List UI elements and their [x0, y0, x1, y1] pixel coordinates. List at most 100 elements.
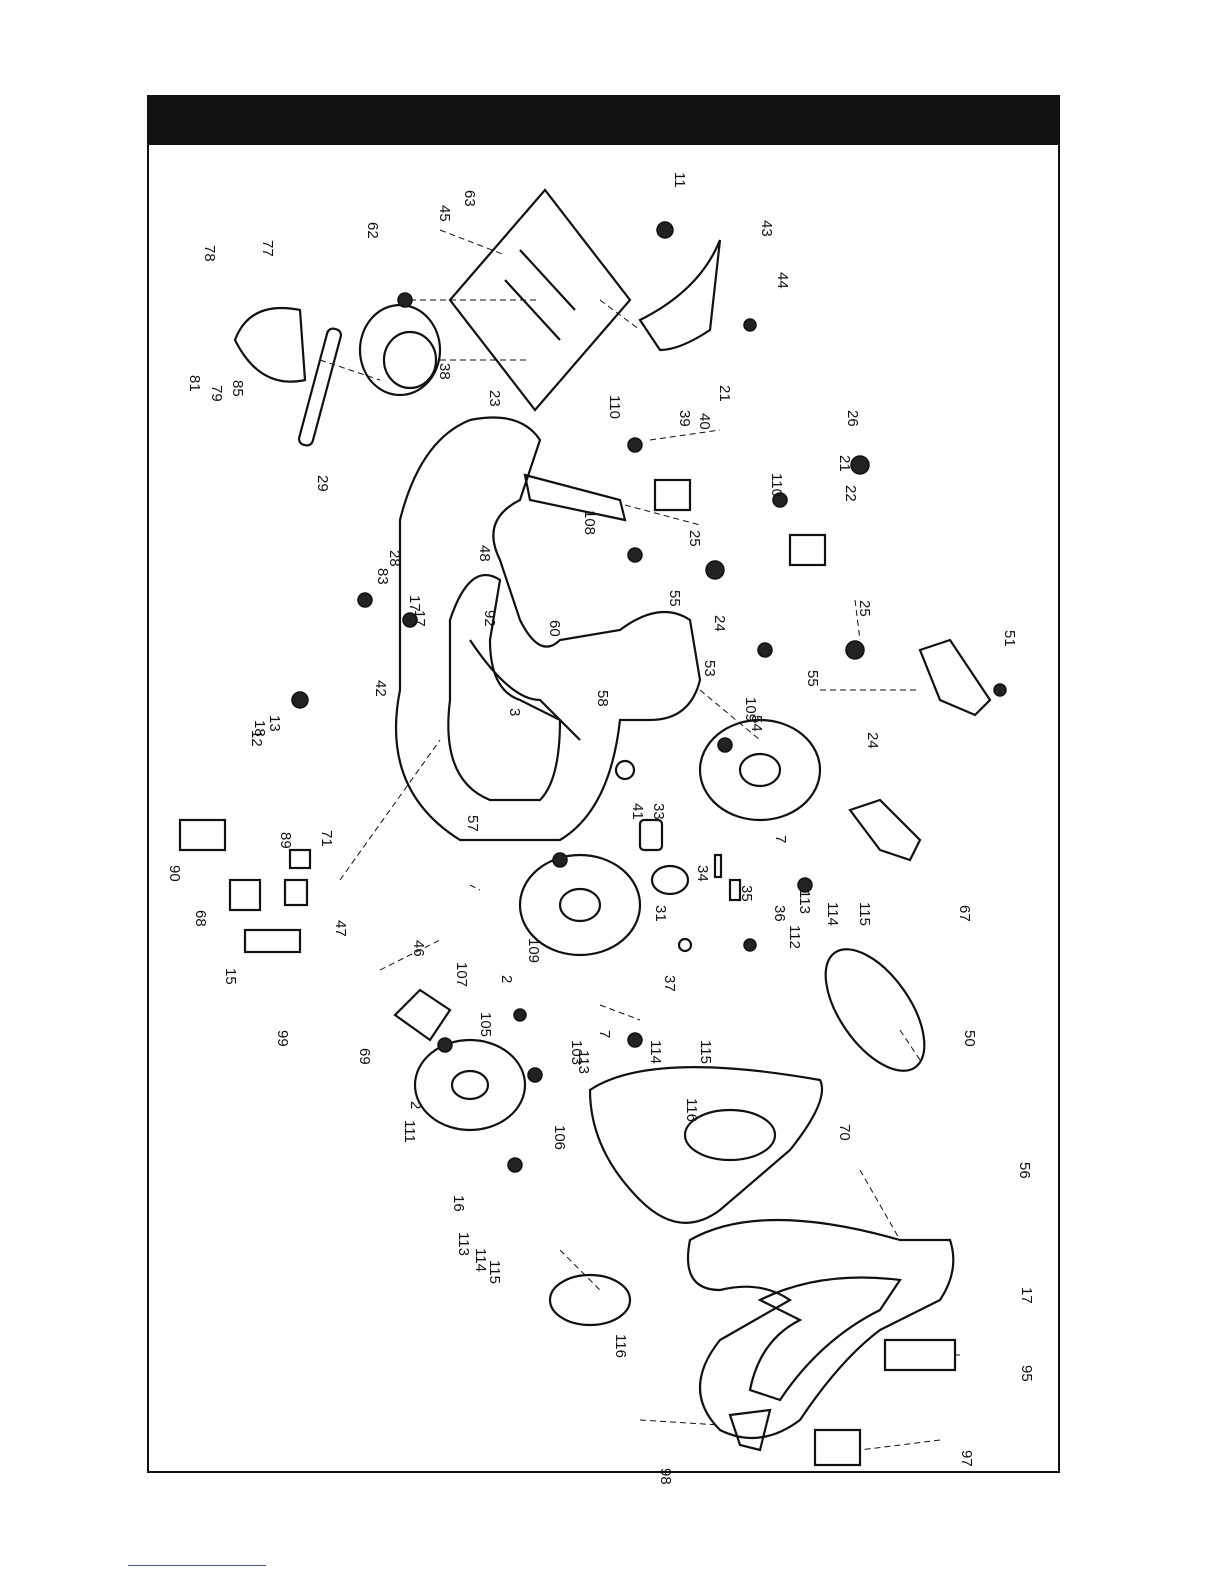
cord-92 — [470, 640, 580, 740]
nut-24-b — [846, 641, 864, 659]
part-label-116: 116 — [683, 1098, 700, 1122]
washer-31 — [652, 866, 688, 894]
part-label-15: 15 — [222, 968, 239, 985]
drive-belt-85 — [298, 327, 343, 447]
part-label-113: 113 — [455, 1232, 472, 1256]
label-97 — [815, 1430, 860, 1465]
part-label-112: 112 — [786, 925, 803, 949]
knob-11 — [657, 222, 673, 238]
part-label-33: 33 — [650, 803, 667, 820]
block-47 — [285, 880, 307, 905]
part-label-111: 111 — [401, 1120, 418, 1143]
part-label-48: 48 — [476, 545, 493, 562]
part-label-35: 35 — [738, 885, 755, 902]
part-label-103: 103 — [568, 1040, 585, 1065]
nut-106 — [528, 1068, 542, 1082]
part-label-63: 63 — [461, 190, 478, 207]
upper-wheel-54 — [700, 720, 820, 820]
part-label-31: 31 — [652, 905, 669, 922]
part-label-90: 90 — [166, 865, 183, 882]
part-label-95: 95 — [1018, 1365, 1035, 1382]
part-label-56: 56 — [1016, 1162, 1033, 1179]
block-67 — [850, 800, 920, 860]
plate-69 — [395, 990, 450, 1040]
part-label-58: 58 — [594, 690, 611, 707]
table-slot — [505, 250, 575, 340]
pin-34 — [715, 855, 721, 877]
part-label-115: 115 — [697, 1040, 714, 1064]
part-label-98: 98 — [657, 1468, 674, 1485]
part-label-45: 45 — [436, 205, 453, 222]
washer-109-b — [553, 853, 567, 867]
part-label-89: 89 — [277, 832, 294, 849]
part-label-44: 44 — [774, 272, 791, 289]
part-label-54: 54 — [748, 715, 765, 732]
part-label-109: 109 — [525, 938, 542, 963]
part-label-11: 11 — [671, 172, 688, 188]
part-label-51: 51 — [1001, 630, 1018, 647]
nut-44 — [744, 319, 756, 331]
part-label-115: 115 — [856, 902, 873, 926]
part-label-46: 46 — [410, 940, 427, 957]
label-95 — [885, 1340, 955, 1370]
part-label-21: 21 — [716, 385, 733, 402]
part-label-12: 12 — [248, 730, 265, 747]
part-label-40: 40 — [696, 413, 713, 430]
part-label-26: 26 — [844, 410, 861, 427]
part-label-71: 71 — [318, 830, 335, 847]
pulley-cover — [235, 308, 305, 382]
part-label-50: 50 — [961, 1030, 978, 1047]
part-label-69: 69 — [356, 1048, 373, 1065]
washer-109-a — [718, 738, 732, 752]
part-label-38: 38 — [436, 363, 453, 380]
nut-111 — [438, 1038, 452, 1052]
motor-face — [384, 332, 436, 388]
part-label-28: 28 — [386, 550, 403, 567]
upper-wheel-hub — [740, 754, 780, 786]
sleeve-33 — [640, 820, 662, 850]
wheel-2-left — [415, 1040, 525, 1130]
part-label-25: 25 — [686, 530, 703, 547]
guide-23 — [525, 475, 625, 520]
nut-51 — [994, 684, 1006, 696]
bracket-39 — [655, 480, 690, 510]
part-label-55: 55 — [666, 590, 683, 607]
block-15 — [245, 930, 300, 952]
part-label-21: 21 — [836, 455, 853, 472]
nut-105 — [514, 1009, 526, 1021]
block-12 — [180, 820, 225, 850]
part-label-41: 41 — [629, 803, 646, 820]
bracket-22 — [790, 535, 825, 565]
nut-24-a — [706, 561, 724, 579]
part-label-107: 107 — [453, 962, 470, 987]
label-98 — [730, 1410, 770, 1450]
part-label-57: 57 — [464, 815, 481, 832]
part-label-113: 113 — [796, 890, 813, 914]
part-label-55: 55 — [804, 670, 821, 687]
table-top — [450, 190, 630, 410]
part-label-85: 85 — [229, 380, 246, 397]
part-label-62: 62 — [364, 222, 381, 239]
part-label-78: 78 — [201, 245, 218, 262]
part-label-110: 110 — [768, 473, 785, 497]
part-label-60: 60 — [546, 620, 563, 637]
belt-50 — [806, 933, 944, 1088]
part-label-2: 2 — [407, 1101, 424, 1109]
part-label-116: 116 — [612, 1334, 629, 1358]
part-label-77: 77 — [259, 240, 276, 257]
part-label-68: 68 — [192, 910, 209, 927]
screw-83 — [358, 593, 372, 607]
part-label-114: 114 — [824, 902, 841, 926]
block-51 — [920, 640, 990, 715]
part-label-42: 42 — [372, 680, 389, 697]
part-label-110: 110 — [606, 395, 623, 419]
part-label-13: 13 — [266, 715, 283, 732]
nut-55-a — [628, 548, 642, 562]
washer-113-b — [628, 1033, 642, 1047]
ring-41 — [616, 761, 634, 779]
part-label-105: 105 — [477, 1012, 494, 1037]
block-68 — [230, 880, 260, 910]
part-label-47: 47 — [332, 920, 349, 937]
part-label-7: 7 — [772, 835, 789, 843]
